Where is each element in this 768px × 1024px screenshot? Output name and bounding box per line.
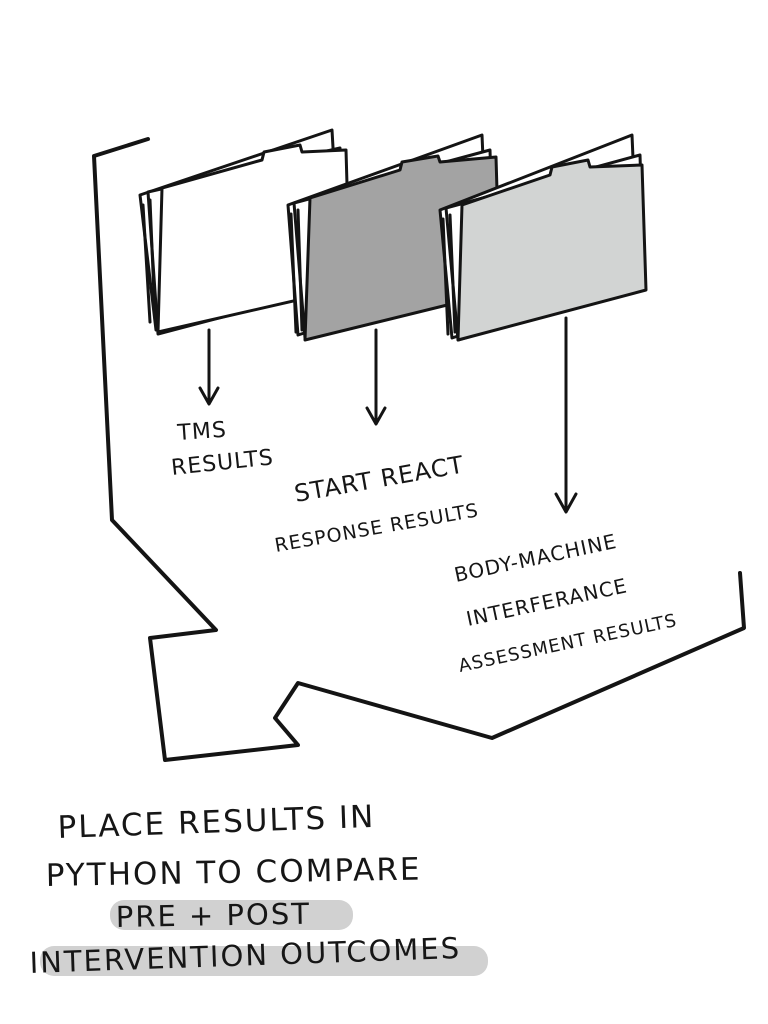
conclusion-line-1: PLACE RESULTS IN bbox=[57, 799, 376, 846]
folder-bmi bbox=[438, 133, 648, 342]
funnel-arrow bbox=[92, 137, 746, 762]
conclusion-line-3: PRE + POST bbox=[116, 897, 312, 934]
label-tms-line-2: RESULTS bbox=[170, 445, 275, 481]
label-startreact-line-2: RESPONSE RESULTS bbox=[273, 499, 480, 557]
folder-bmi-front bbox=[456, 158, 648, 342]
label-startreact: START REACT RESPONSE RESULTS bbox=[273, 450, 480, 556]
conclusion-line-2: PYTHON TO COMPARE bbox=[46, 851, 422, 894]
highlight-intervention-outcomes bbox=[40, 946, 488, 976]
arrow-tms bbox=[198, 328, 220, 406]
label-tms-line-1: TMS bbox=[176, 418, 228, 446]
label-bmi-line-2: INTERFERANCE bbox=[464, 573, 629, 631]
arrow-bmi bbox=[554, 316, 578, 514]
highlight-pre-post bbox=[110, 900, 353, 930]
conclusion-text: PLACE RESULTS IN PYTHON TO COMPARE PRE +… bbox=[29, 799, 462, 980]
label-tms: TMS RESULTS bbox=[170, 418, 275, 481]
label-bmi: BODY-MACHINE INTERFERANCE ASSESSMENT RES… bbox=[452, 529, 679, 677]
label-startreact-line-1: START REACT bbox=[292, 450, 466, 507]
label-bmi-line-1: BODY-MACHINE bbox=[452, 529, 619, 587]
arrow-startreact bbox=[365, 328, 387, 426]
